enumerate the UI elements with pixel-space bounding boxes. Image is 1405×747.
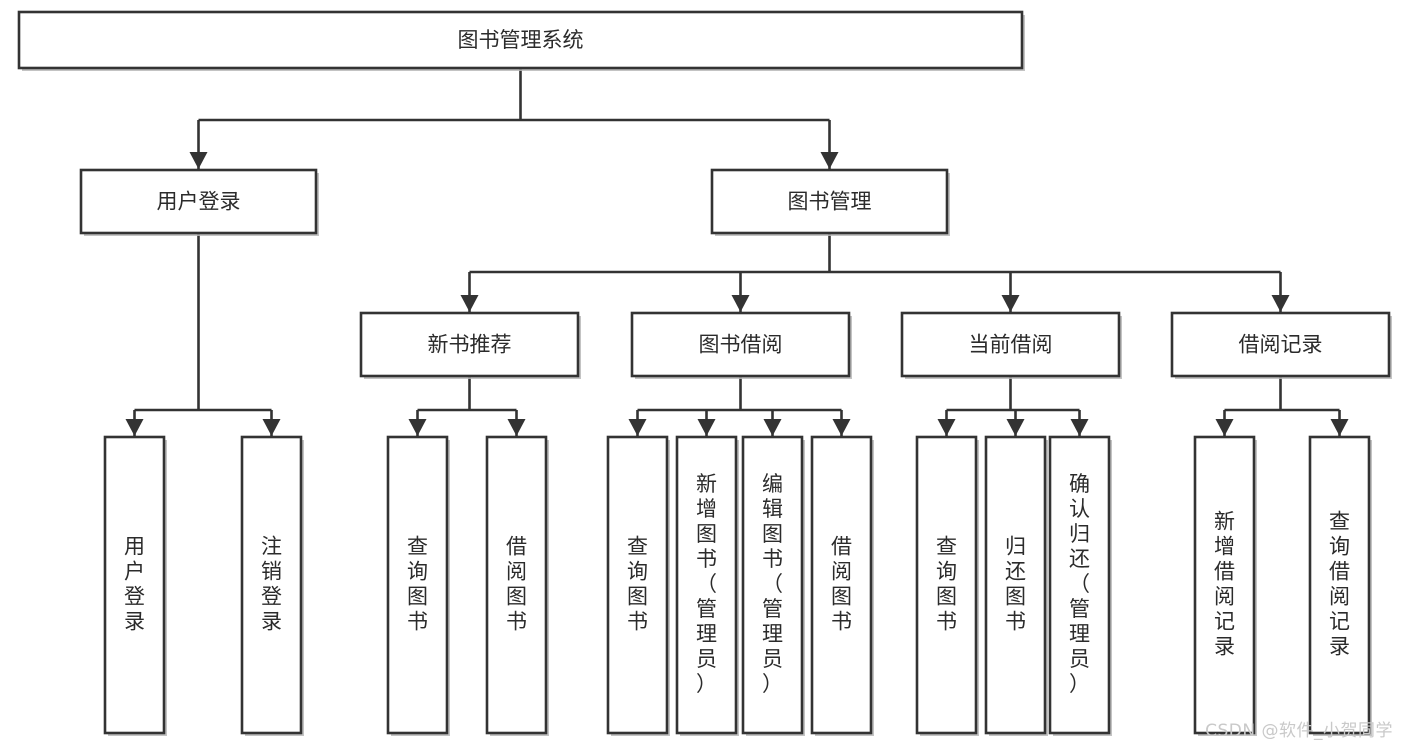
arrow-head-icon — [262, 419, 281, 436]
node-user-login[interactable]: 用户登录 — [79, 168, 319, 236]
node-label: 归还图书 — [1005, 535, 1026, 634]
node-leaf-borrow-book-1[interactable]: 借阅图书 — [485, 435, 549, 736]
node-label: 借阅图书 — [831, 535, 852, 634]
arrow-head-icon — [832, 419, 851, 436]
arrow-head-icon — [1006, 419, 1025, 436]
csdn-watermark: CSDN @软件_小贺同学 — [1205, 721, 1393, 741]
node-book-borrow[interactable]: 图书借阅 — [630, 311, 852, 379]
connector-layer — [125, 68, 1349, 436]
node-leaf-query-record[interactable]: 查询借阅记录 — [1308, 435, 1372, 736]
node-leaf-user-login[interactable]: 用户登录 — [103, 435, 167, 736]
node-label: 注销登录 — [261, 535, 282, 634]
node-label: 查询借阅记录 — [1329, 510, 1350, 659]
node-label: 查询图书 — [936, 535, 957, 634]
arrow-head-icon — [763, 419, 782, 436]
arrow-head-icon — [820, 152, 839, 169]
arrow-head-icon — [1215, 419, 1234, 436]
arrow-head-icon — [1001, 295, 1020, 312]
node-label: 编辑图书（管理员） — [762, 472, 783, 696]
node-leaf-query-book-3[interactable]: 查询图书 — [915, 435, 979, 736]
node-label: 当前借阅 — [969, 333, 1053, 357]
node-leaf-add-record[interactable]: 新增借阅记录 — [1193, 435, 1257, 736]
node-label: 新增图书（管理员） — [696, 472, 717, 696]
node-new-book-recommend[interactable]: 新书推荐 — [359, 311, 581, 379]
arrow-head-icon — [1330, 419, 1349, 436]
node-label: 图书管理 — [788, 190, 872, 214]
arrow-head-icon — [697, 419, 716, 436]
node-label: 用户登录 — [124, 535, 145, 634]
arrow-head-icon — [460, 295, 479, 312]
node-label: 图书借阅 — [699, 333, 783, 357]
arrow-head-icon — [189, 152, 208, 169]
node-leaf-query-book-1[interactable]: 查询图书 — [386, 435, 450, 736]
node-leaf-edit-book[interactable]: 编辑图书（管理员） — [741, 435, 805, 736]
node-label: 借阅图书 — [506, 535, 527, 634]
node-label: 新增借阅记录 — [1214, 510, 1235, 659]
arrow-head-icon — [507, 419, 526, 436]
arrow-head-icon — [628, 419, 647, 436]
node-leaf-borrow-book-2[interactable]: 借阅图书 — [810, 435, 874, 736]
arrow-head-icon — [125, 419, 144, 436]
arrow-head-icon — [731, 295, 750, 312]
node-leaf-add-book[interactable]: 新增图书（管理员） — [675, 435, 739, 736]
node-label: 新书推荐 — [428, 333, 512, 357]
node-label: 图书管理系统 — [458, 28, 584, 52]
arrow-head-icon — [937, 419, 956, 436]
node-label: 确认归还（管理员） — [1069, 472, 1090, 696]
node-layer: 图书管理系统用户登录图书管理新书推荐图书借阅当前借阅借阅记录用户登录注销登录查询… — [17, 10, 1392, 736]
node-borrow-record[interactable]: 借阅记录 — [1170, 311, 1392, 379]
node-root-system[interactable]: 图书管理系统 — [17, 10, 1025, 71]
node-leaf-query-book-2[interactable]: 查询图书 — [606, 435, 670, 736]
node-label: 查询图书 — [407, 535, 428, 634]
node-label: 查询图书 — [627, 535, 648, 634]
node-leaf-user-logout[interactable]: 注销登录 — [240, 435, 304, 736]
node-label: 用户登录 — [157, 190, 241, 214]
node-current-borrow[interactable]: 当前借阅 — [900, 311, 1122, 379]
node-leaf-confirm-return[interactable]: 确认归还（管理员） — [1048, 435, 1112, 736]
node-book-manage[interactable]: 图书管理 — [710, 168, 950, 236]
arrow-head-icon — [1271, 295, 1290, 312]
node-label: 借阅记录 — [1239, 333, 1323, 357]
arrow-head-icon — [1070, 419, 1089, 436]
arrow-head-icon — [408, 419, 427, 436]
node-leaf-return-book[interactable]: 归还图书 — [984, 435, 1048, 736]
